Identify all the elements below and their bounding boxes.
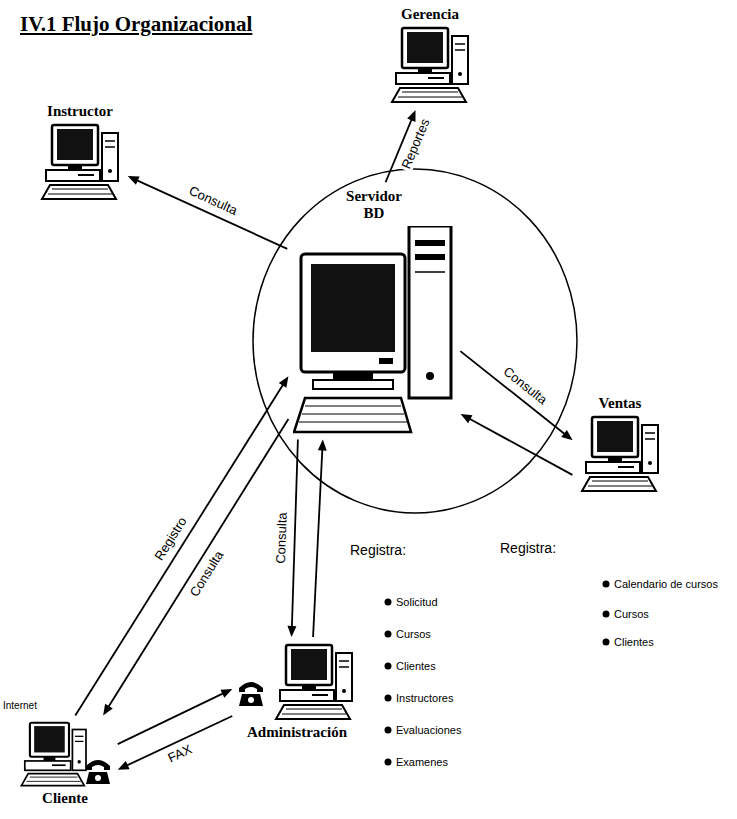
list-item: Evaluaciones	[396, 724, 461, 737]
flow-line	[469, 418, 573, 475]
server-icon	[293, 226, 455, 434]
arrow-head	[279, 376, 289, 388]
arrow-head	[461, 414, 473, 423]
arrow-head	[220, 689, 232, 698]
list-item: Clientes	[614, 636, 654, 649]
arrow-head	[103, 704, 113, 716]
bullet-dot	[384, 725, 396, 735]
bullet-dot	[602, 609, 614, 619]
server-zone	[253, 169, 577, 513]
computer-icon	[38, 123, 122, 201]
edge-label: Consulta	[184, 183, 240, 219]
bullet-item: Solicitud	[384, 596, 438, 609]
arrow-head	[318, 439, 327, 450]
bullet-item: Cursos	[602, 608, 649, 621]
edge-label: Consulta	[274, 510, 290, 566]
node-label: Gerencia	[401, 6, 459, 23]
diagram-title: IV.1 Flujo Organizacional	[20, 12, 252, 37]
bullet-item: Clientes	[602, 636, 654, 649]
free-label: Registra:	[350, 542, 406, 558]
computer-node: Instructor	[35, 100, 125, 204]
list-item: Examenes	[396, 756, 448, 769]
bullet-item: Instructores	[384, 692, 453, 705]
computer-icon	[18, 721, 112, 787]
flow-line	[292, 439, 298, 628]
bullet-dot	[384, 757, 396, 767]
edge-label: Registro	[151, 513, 191, 565]
list-item: Clientes	[396, 660, 436, 673]
flow-arrow	[313, 439, 327, 637]
server-node: Servidor BD	[290, 185, 458, 437]
free-label: Registra:	[500, 540, 556, 556]
flow-arrow	[461, 414, 573, 475]
bullet-item: Evaluaciones	[384, 724, 461, 737]
flow-line	[136, 180, 287, 249]
bullet-item: Cursos	[384, 628, 431, 641]
flow-arrow	[118, 689, 233, 744]
flow-line	[108, 419, 289, 708]
node-label: Administración	[247, 724, 347, 741]
flow-arrow	[103, 419, 288, 716]
flow-line	[118, 693, 224, 744]
bullet-dot	[602, 637, 614, 647]
computer-node: Gerencia	[385, 3, 475, 107]
list-item: Cursos	[396, 628, 431, 641]
bullet-item: Examenes	[384, 756, 448, 769]
bullet-dot	[384, 661, 396, 671]
bullet-item: Calendario de cursos	[602, 578, 718, 591]
node-label: Servidor BD	[334, 188, 414, 223]
bullet-dot	[384, 597, 396, 607]
flow-arrow	[75, 376, 288, 715]
node-label: Ventas	[599, 395, 642, 412]
list-item: Solicitud	[396, 596, 438, 609]
computer-node: Administración	[235, 640, 359, 744]
computer-icon	[578, 415, 662, 493]
bullet-dot	[384, 629, 396, 639]
computer-node: Cliente	[15, 718, 115, 810]
bullet-item: Clientes	[384, 660, 436, 673]
list-item: Cursos	[614, 608, 649, 621]
arrow-head	[118, 761, 130, 770]
arrow-head	[287, 626, 296, 637]
flow-line	[313, 448, 322, 637]
node-label: Cliente	[42, 790, 88, 807]
bullet-dot	[602, 579, 614, 589]
flow-arrow	[128, 176, 288, 249]
arrow-head	[128, 176, 140, 185]
free-label: Internet	[3, 700, 37, 712]
arrow-head	[407, 110, 415, 122]
arrow-head	[561, 430, 572, 440]
computer-icon	[238, 643, 356, 721]
edge-label: FAX	[164, 741, 196, 766]
list-item: Instructores	[396, 692, 453, 705]
node-label: Instructor	[47, 103, 113, 120]
edge-label: Reportes	[398, 115, 433, 173]
flow-arrow	[118, 716, 233, 770]
flow-line	[75, 384, 283, 716]
list-item: Calendario de cursos	[614, 578, 718, 591]
flow-arrow	[460, 351, 572, 440]
flow-line	[126, 716, 232, 766]
edge-label: Consulta	[186, 547, 227, 601]
edge-label: Consulta	[498, 363, 550, 409]
computer-node: Ventas	[575, 392, 665, 496]
bullet-dot	[384, 693, 396, 703]
computer-icon	[388, 26, 472, 104]
